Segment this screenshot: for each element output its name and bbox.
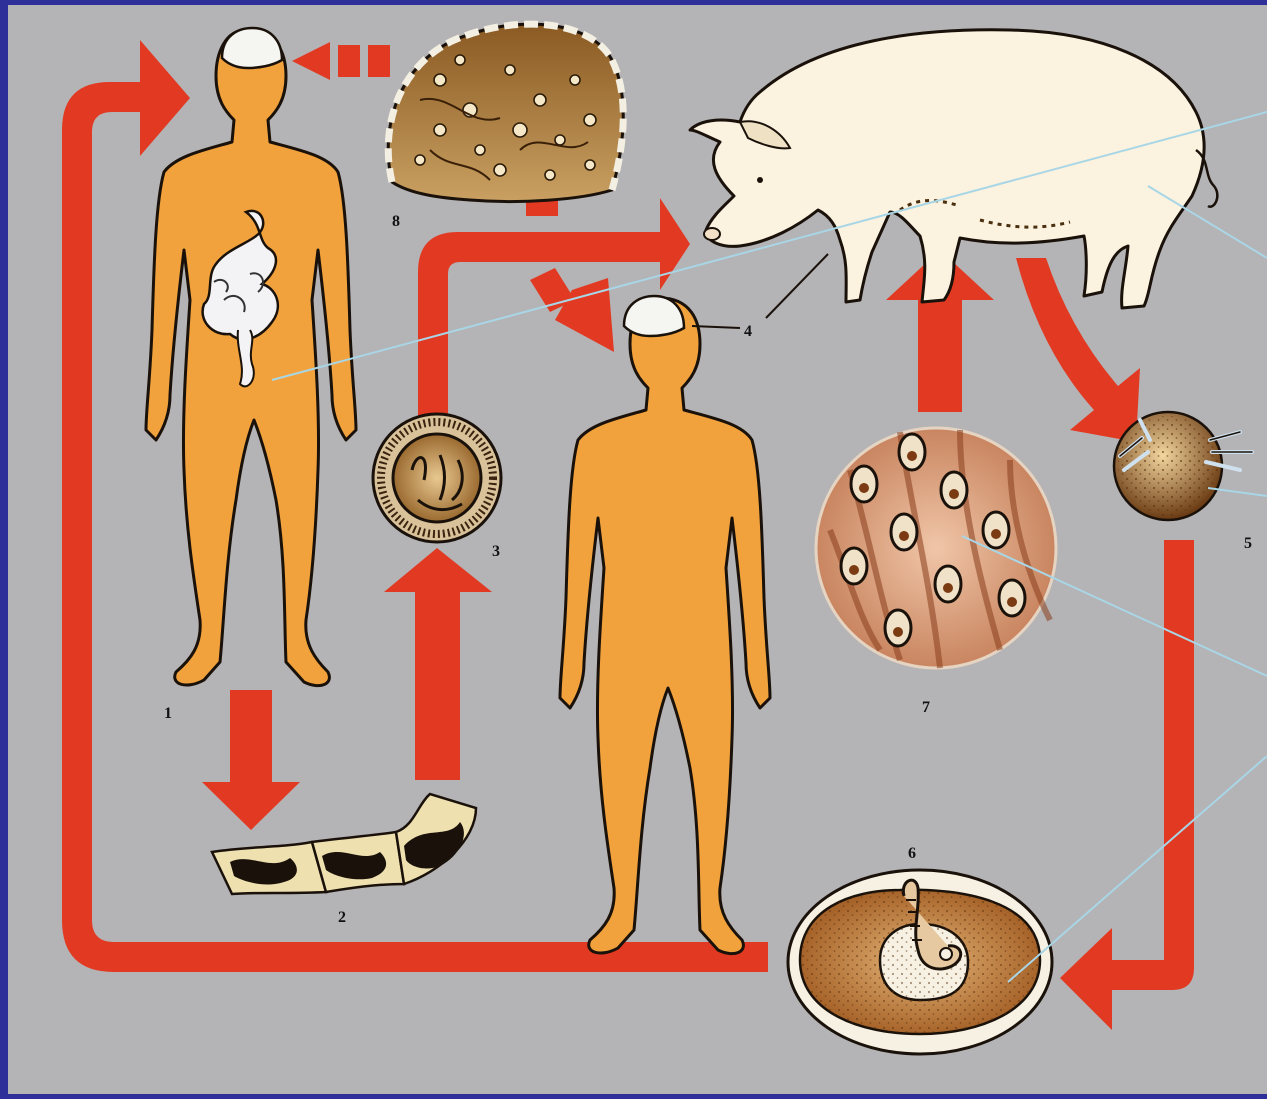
pig-snout [704,228,720,240]
pig-eye [757,177,763,183]
label-6: 6 [908,845,916,862]
egg-icon [373,414,501,542]
cysticercus-icon [788,870,1052,1054]
label-3: 3 [492,543,500,560]
dashed-arrow-seg-2 [338,45,360,77]
dashed-arrow-seg-1 [368,45,390,77]
label-8: 8 [392,213,400,230]
label-1: 1 [164,705,172,722]
label-7: 7 [922,699,930,716]
label-4: 4 [744,323,752,340]
muscle-tissue-icon [816,428,1056,668]
label-5: 5 [1244,535,1252,552]
label-2: 2 [338,909,346,926]
